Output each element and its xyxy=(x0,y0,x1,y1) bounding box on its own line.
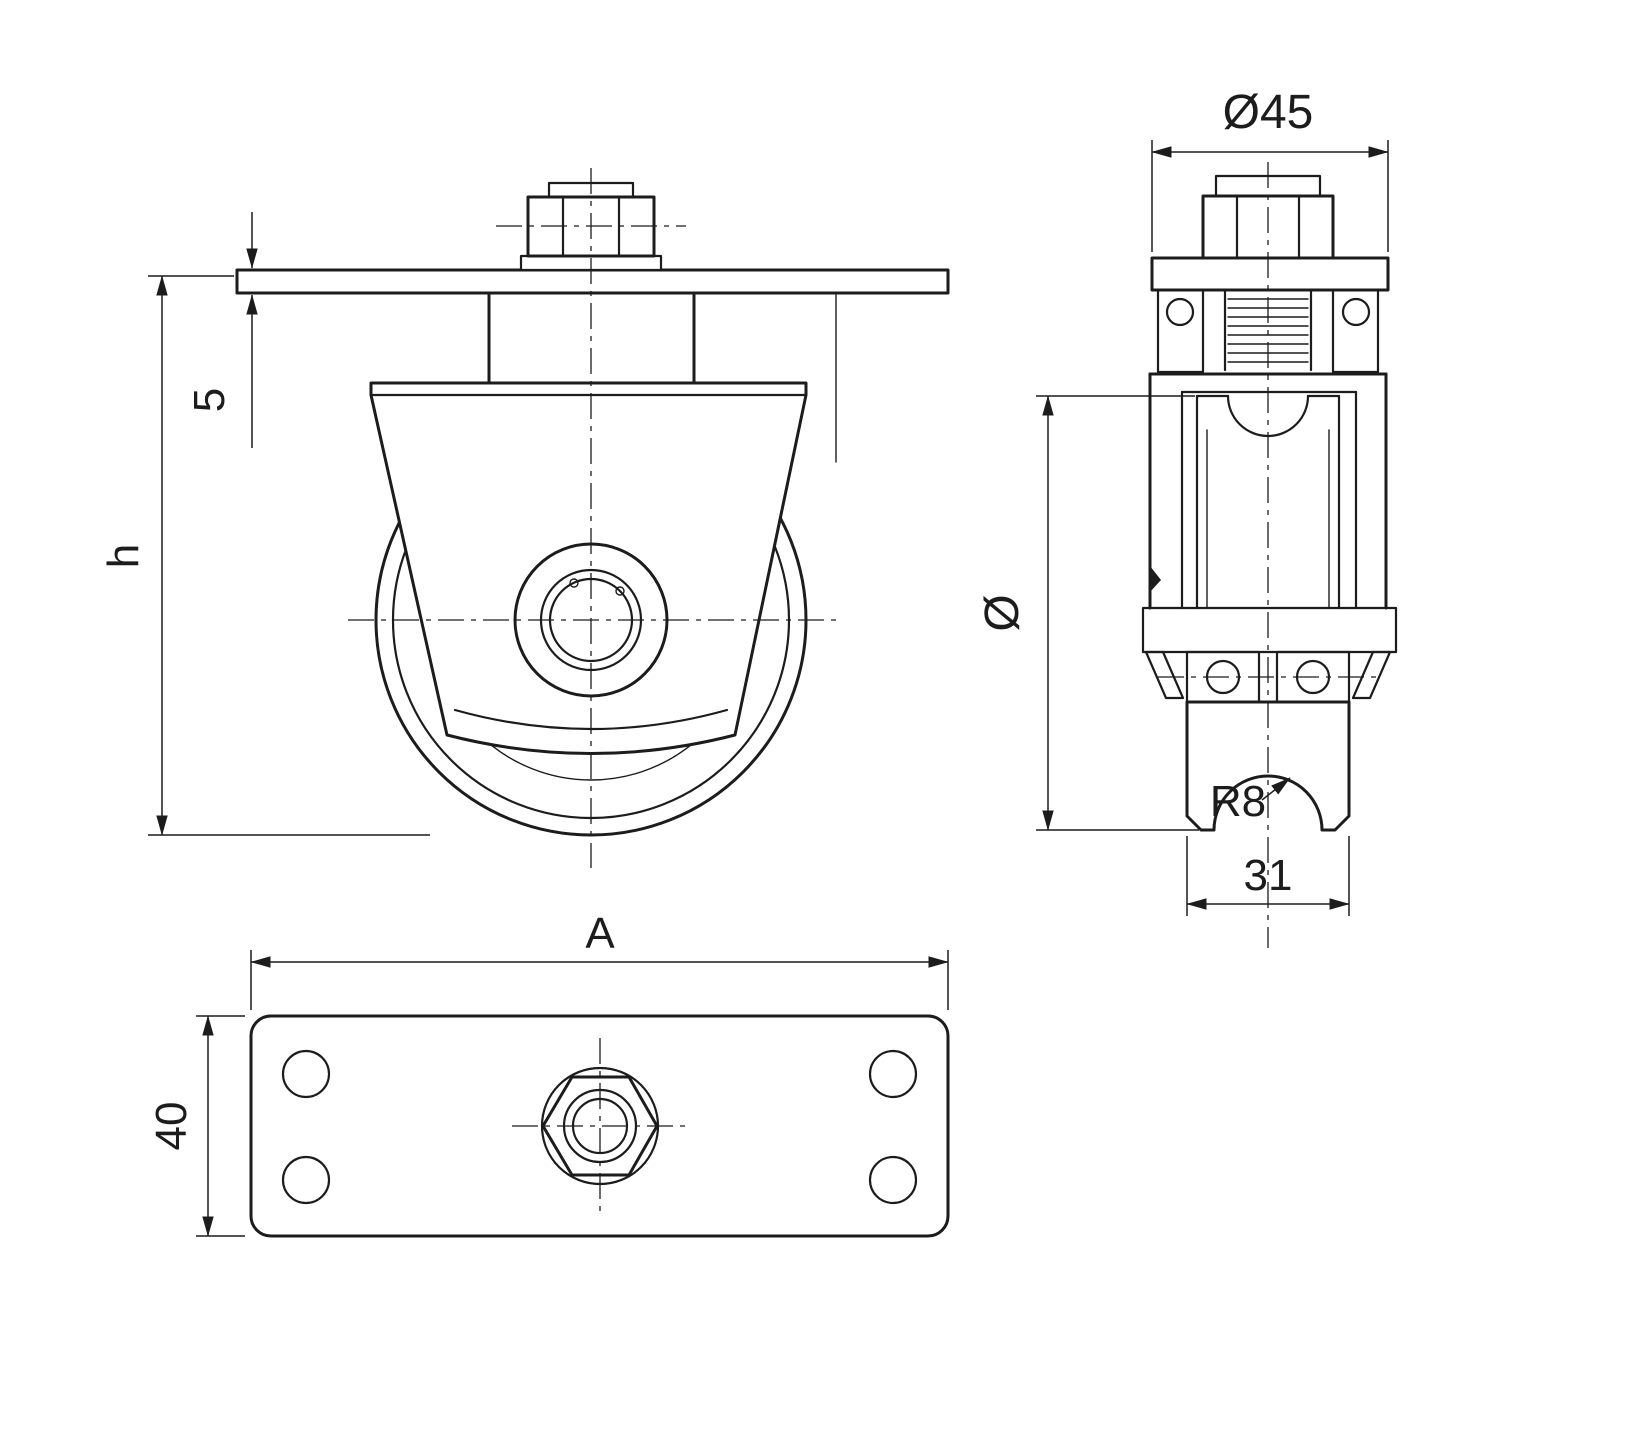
flange-right xyxy=(1351,650,1392,700)
mounting-hole xyxy=(281,1155,331,1205)
dimension-hub-width: 31 xyxy=(1186,836,1350,916)
mounting-hole xyxy=(868,1049,918,1099)
bottom-plate-view xyxy=(249,1014,950,1238)
dimension-groove-radius: R8 xyxy=(1210,777,1291,826)
mounting-hole xyxy=(281,1049,331,1099)
dimension-plate-width: 40 xyxy=(147,1015,245,1237)
dimension-plate-length: A xyxy=(250,909,949,1010)
housing-right-section xyxy=(1331,288,1380,374)
label-hub-width: 31 xyxy=(1244,851,1293,900)
dimension-overall-height: h xyxy=(99,275,430,836)
flange-left xyxy=(1144,650,1185,700)
mounting-plate-edge xyxy=(235,268,950,295)
swivel-ball-right xyxy=(1341,297,1371,327)
mounting-hole xyxy=(868,1155,918,1205)
housing-left-section xyxy=(1156,288,1205,374)
label-plate-thickness: 5 xyxy=(185,388,234,412)
label-overall-height: h xyxy=(99,544,148,568)
mounting-plate-plan xyxy=(249,1014,950,1238)
dimension-wheel-diameter: Ø xyxy=(976,395,1199,831)
dimension-top-flange-diameter: Ø45 xyxy=(1151,86,1389,252)
label-plate-length: A xyxy=(585,909,615,958)
side-section-view xyxy=(1141,162,1398,948)
axle-plate-section xyxy=(1141,606,1398,654)
front-view xyxy=(235,168,950,868)
swivel-top-plate xyxy=(1150,256,1390,292)
label-wheel-diameter: Ø xyxy=(976,594,1029,631)
swivel-ball-left xyxy=(1165,297,1195,327)
wheel-hub-section xyxy=(1185,700,1351,832)
hex-nut-plan xyxy=(541,1075,659,1177)
dimension-plate-thickness: 5 xyxy=(185,212,258,448)
label-top-flange-diameter: Ø45 xyxy=(1223,86,1314,139)
weld-mark xyxy=(1150,566,1161,592)
label-plate-width: 40 xyxy=(147,1102,196,1151)
label-groove-radius: R8 xyxy=(1210,777,1266,826)
